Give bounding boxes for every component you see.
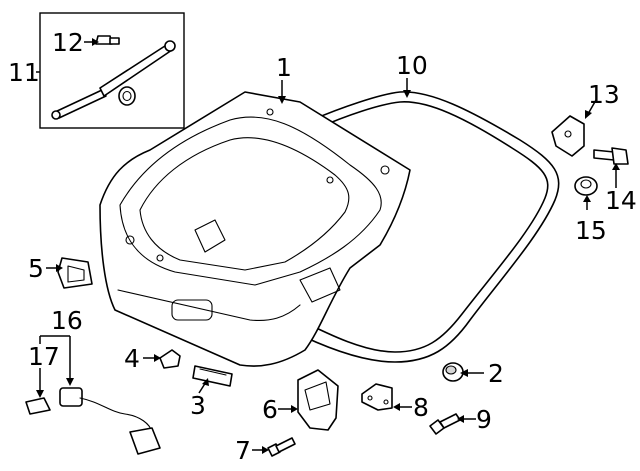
callout-7: 7 [235,436,251,465]
callout-17: 17 [28,342,60,371]
switch-part [192,365,233,387]
clip-part [25,397,51,415]
nut-part [574,176,598,196]
hinge-part [551,115,585,157]
handle-cover-part [57,257,93,289]
screw-part-9 [429,413,461,435]
callout-4: 4 [124,344,140,373]
callout-16: 16 [51,306,83,335]
callout-5: 5 [28,254,44,283]
callout-8: 8 [413,393,429,422]
callout-15: 15 [575,216,607,245]
bolt-part-14 [593,147,629,165]
cap-part [442,362,464,382]
callout-14: 14 [605,186,637,215]
bumper-part [159,349,181,369]
callout-11: 11 [8,58,40,87]
callout-1: 1 [276,53,292,82]
callout-2: 2 [488,359,504,388]
liftgate-panel [99,91,411,367]
striker-bracket [361,383,393,411]
harness-part [59,387,161,455]
bolt-part-7 [267,437,296,457]
callout-12: 12 [52,28,84,57]
callout-13: 13 [588,80,620,109]
callout-6: 6 [262,395,278,424]
callout-9: 9 [476,405,492,434]
latch-part [297,369,339,431]
lift-support-inset [39,12,185,129]
leader-lines [36,38,620,454]
callout-3: 3 [190,391,206,420]
callout-10: 10 [396,51,428,80]
